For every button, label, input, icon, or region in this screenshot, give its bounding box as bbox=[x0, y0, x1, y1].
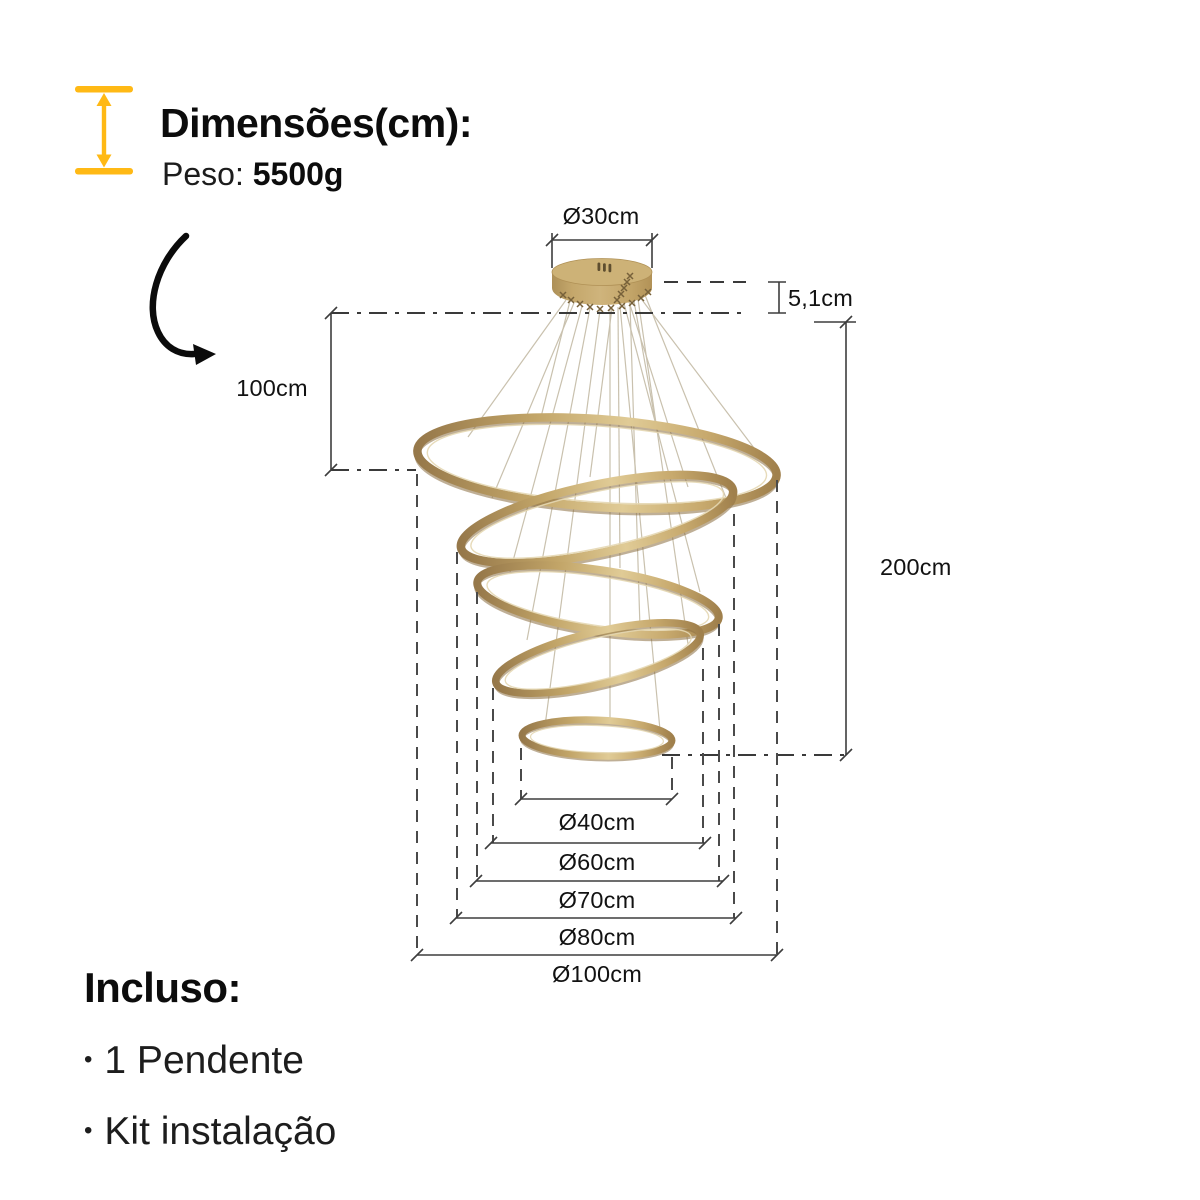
dim-canopy-diameter: Ø30cm bbox=[545, 203, 659, 268]
included-item-kit: • Kit instalação bbox=[84, 1110, 336, 1154]
ceiling-canopy bbox=[551, 258, 653, 313]
weight-value: 5500g bbox=[252, 156, 344, 192]
dim-ring-40: Ø40cm bbox=[514, 792, 679, 835]
included-item-label: Kit instalação bbox=[104, 1110, 337, 1153]
led-ring-80cm bbox=[456, 470, 738, 570]
cable-screws bbox=[559, 272, 652, 313]
drop-height-label: 100cm bbox=[236, 375, 308, 401]
dim-total-height: 200cm bbox=[662, 315, 952, 762]
included-section: Incluso: • 1 Pendente • Kit instalação bbox=[84, 964, 336, 1154]
canopy-diameter-label: Ø30cm bbox=[563, 203, 640, 229]
dim-canopy-height: 5,1cm bbox=[664, 281, 853, 314]
ring-100-label: Ø100cm bbox=[552, 961, 642, 987]
curved-arrow-icon bbox=[149, 232, 216, 365]
canopy-vent-slots bbox=[597, 262, 612, 273]
led-ring-100cm bbox=[413, 413, 781, 516]
dim-ring-70: Ø70cm bbox=[469, 874, 730, 913]
projection-lines bbox=[416, 474, 778, 955]
dim-ring-60: Ø60cm bbox=[484, 836, 712, 875]
bullet-icon: • bbox=[84, 1117, 93, 1144]
included-item-label: 1 Pendente bbox=[104, 1039, 304, 1082]
ring-40-label: Ø40cm bbox=[559, 809, 636, 835]
led-ring-40cm bbox=[518, 716, 676, 762]
dim-drop-height: 100cm bbox=[236, 306, 748, 477]
dim-ring-80: Ø80cm bbox=[449, 911, 743, 950]
height-range-icon bbox=[75, 86, 133, 175]
weight-line: Peso: 5500g bbox=[162, 156, 343, 193]
included-title: Incluso: bbox=[84, 964, 242, 1011]
ring-80-label: Ø80cm bbox=[559, 924, 636, 950]
canopy-height-label: 5,1cm bbox=[788, 285, 853, 311]
ring-60-label: Ø60cm bbox=[559, 849, 636, 875]
page-title: Dimensões(cm): bbox=[160, 100, 472, 146]
ring-70-label: Ø70cm bbox=[559, 887, 636, 913]
led-ring-60cm bbox=[491, 619, 705, 700]
weight-label: Peso: bbox=[162, 156, 244, 192]
dim-ring-100: Ø100cm bbox=[410, 948, 784, 987]
bullet-icon: • bbox=[84, 1046, 93, 1073]
included-item-pendant: • 1 Pendente bbox=[84, 1039, 336, 1083]
total-height-label: 200cm bbox=[880, 554, 952, 580]
